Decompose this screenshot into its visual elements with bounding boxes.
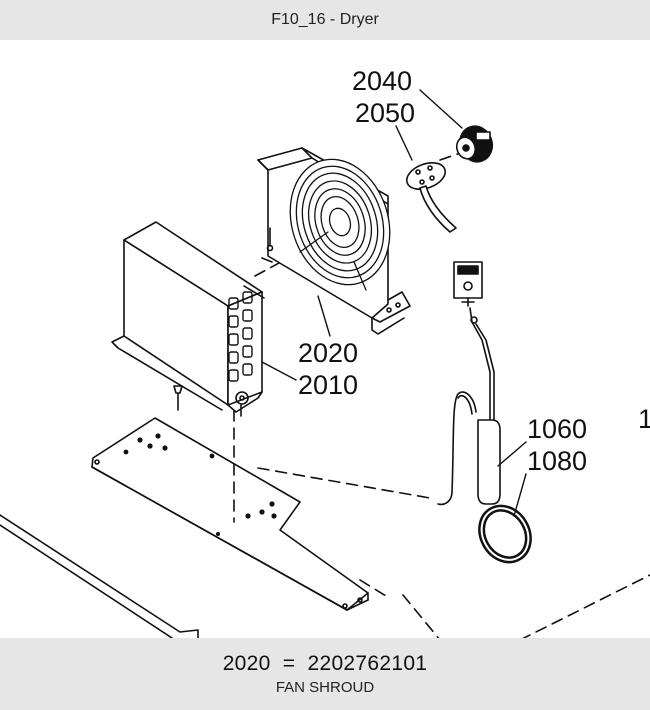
callout-1060[interactable]: 1060 bbox=[527, 414, 587, 444]
bracket-holes bbox=[123, 433, 277, 536]
callout-1080[interactable]: 1080 bbox=[527, 446, 587, 476]
part-number-line: 2020 = 2202762101 bbox=[223, 652, 428, 676]
page-title: F10_16 - Dryer bbox=[271, 11, 379, 28]
fan-motor[interactable] bbox=[454, 122, 497, 167]
fan-grille[interactable] bbox=[275, 146, 406, 297]
part-code: 2202762101 bbox=[307, 652, 428, 675]
exploded-parts-diagram[interactable]: 2040 2050 2020 2010 1060 1080 1 bbox=[0, 40, 650, 638]
mounting-screw[interactable] bbox=[173, 385, 183, 411]
mounting-bracket[interactable] bbox=[91, 417, 369, 611]
base-floor-plate[interactable] bbox=[0, 514, 199, 638]
part-number: 2020 bbox=[222, 652, 271, 675]
thermostat-assembly[interactable] bbox=[437, 261, 501, 506]
callout-edge-partial[interactable]: 1 bbox=[638, 404, 650, 434]
callout-2050[interactable]: 2050 bbox=[355, 98, 415, 128]
window-title-bar: F10_16 - Dryer bbox=[0, 0, 650, 40]
capillary-coil[interactable] bbox=[472, 500, 537, 569]
coil-tube-ends bbox=[228, 291, 253, 382]
selected-part-info: 2020 = 2202762101 FAN SHROUD bbox=[0, 638, 650, 710]
callout-2020[interactable]: 2020 bbox=[298, 338, 358, 368]
condenser-coil[interactable] bbox=[111, 221, 265, 413]
fan-blade[interactable] bbox=[403, 158, 457, 233]
equals-sign: = bbox=[282, 652, 296, 675]
part-name: FAN SHROUD bbox=[275, 679, 375, 696]
callout-2010[interactable]: 2010 bbox=[298, 370, 358, 400]
callout-leaders bbox=[261, 89, 527, 517]
callout-2040[interactable]: 2040 bbox=[352, 66, 412, 96]
